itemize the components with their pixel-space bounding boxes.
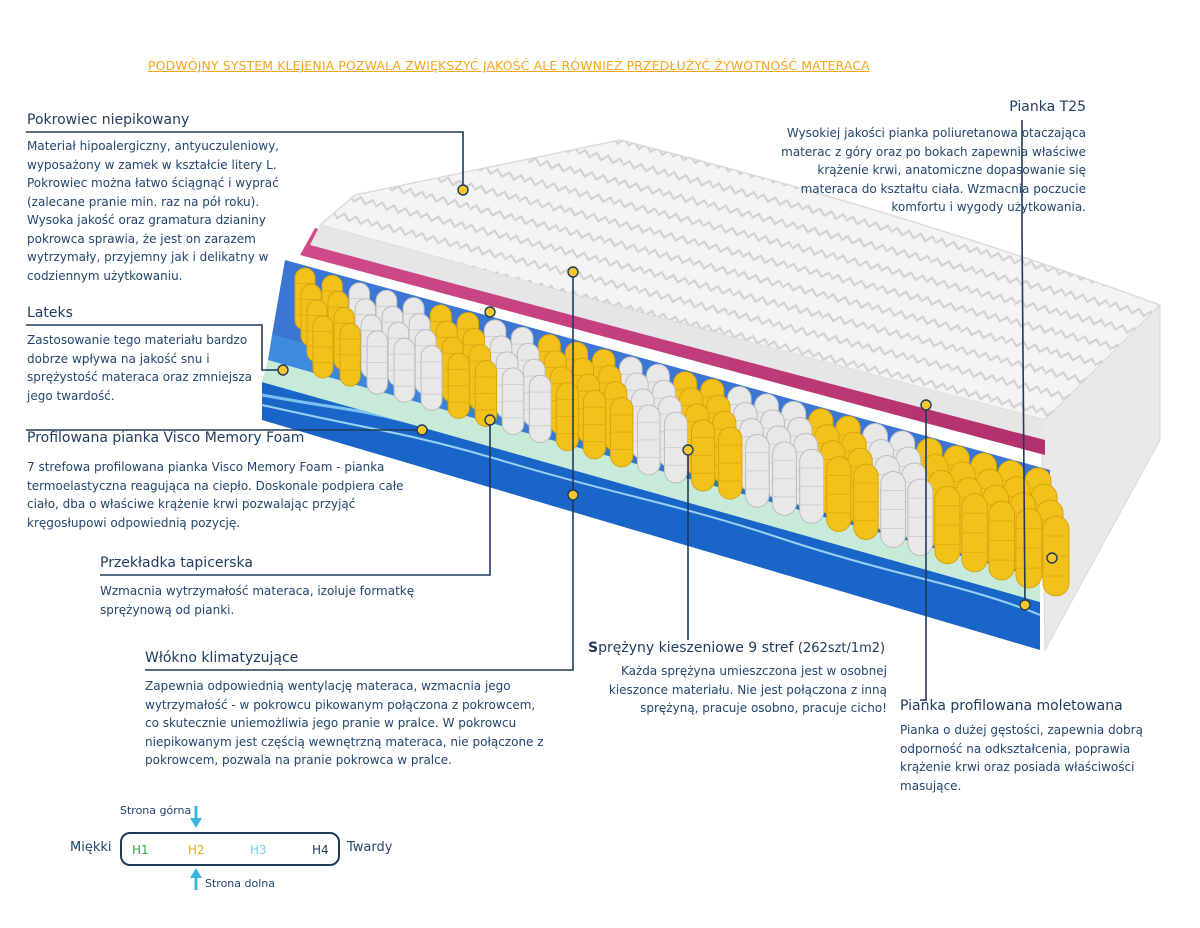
visco-desc: 7 strefowa profilowana pianka Visco Memo… [27,460,404,530]
moletowana-title: Pianka profilowana moletowana [900,698,1123,714]
hardness-h3: H3 [250,843,267,857]
pianka-t25-desc: Wysokiej jakości pianka poliuretanowa ot… [781,126,1086,214]
sprezyny-desc: Każda sprężyna umieszczona jest w osobne… [608,664,887,715]
hardness-h2: H2 [188,843,205,857]
wlokno-desc: Zapewnia odpowiednią wentylację materaca… [145,679,544,767]
hardness-h4: H4 [312,843,329,857]
lateks-desc: Zastosowanie tego materiału bardzo dobrz… [27,333,253,403]
fiber-layer [262,360,1040,602]
hard-label: Twardy [347,840,393,855]
hardness-h1: H1 [132,843,149,857]
top-banner: PODWÓJNY SYSTEM KLEJENIA POZWALA ZWIĘKSZ… [148,58,870,73]
sprezyny-title: Sprężyny kieszeniowe 9 stref (262szt/1m2… [588,640,886,656]
hardness-scale: H1 H2 H3 H4 [120,832,340,866]
top-side-label: Strona górna [120,804,192,817]
lateks-title: Lateks [27,305,73,321]
leader-lines [26,120,1026,701]
moletowana-desc: Pianka o dużej gęstości, zapewnia dobrą … [900,723,1143,793]
przekladka-title: Przekładka tapicerska [100,555,254,571]
up-arrow-icon [190,868,202,890]
przekladka-desc: Wzmacnia wytrzymałość materaca, izoluje … [100,584,415,617]
marker-dots [277,184,1058,611]
down-arrow-icon [190,806,202,828]
pokrowiec-title: Pokrowiec niepikowany [27,112,190,128]
soft-label: Miękki [70,840,112,855]
bottom-side-label: Strona dolna [205,877,275,890]
wlokno-title: Włókno klimatyzujące [145,650,299,666]
pokrowiec-desc: Materiał hipoalergiczny, antyuczuleniowy… [27,139,280,283]
top-cover-front-edge [310,225,1045,440]
bottom-wave-layer [262,382,1040,650]
springs-block [294,267,1070,597]
visco-title: Profilowana pianka Visco Memory Foam [27,430,305,446]
pianka-t25-title: Pianka T25 [1009,99,1086,115]
